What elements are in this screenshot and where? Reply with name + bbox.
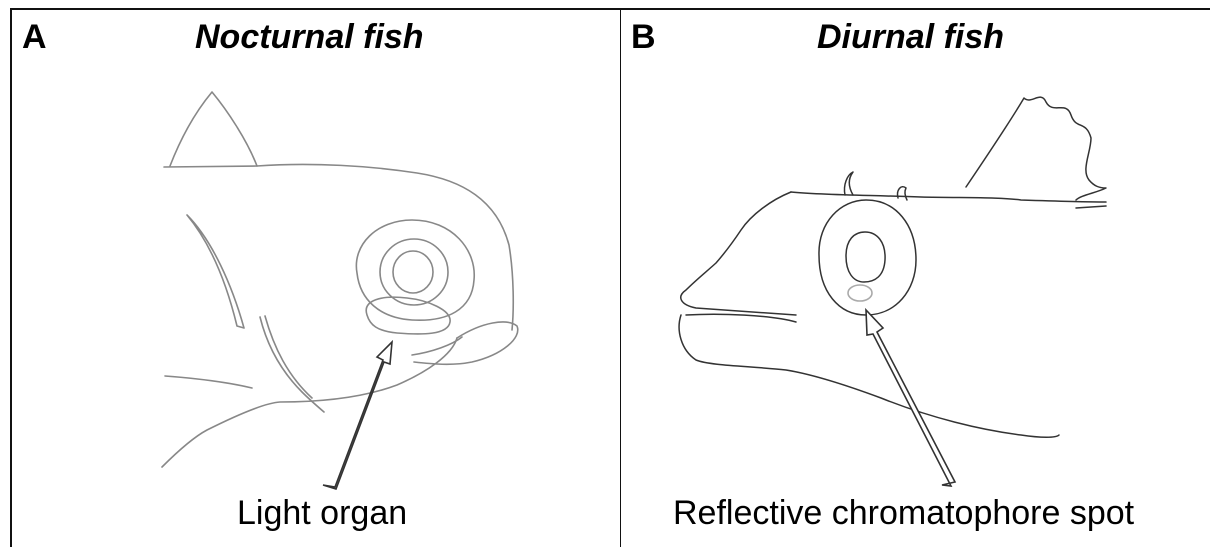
pectoral-fin [187,215,244,328]
back-outline [164,164,513,330]
head-spine-2 [898,187,907,200]
back-outline [791,192,1106,202]
eye-ring [380,239,448,305]
body-line [165,376,252,388]
lower-jaw [414,322,518,364]
panel-a: A Nocturnal fish [10,8,621,547]
light-organ-arrow [323,342,392,489]
nocturnal-fish-drawing [12,10,623,549]
diurnal-fish-drawing [621,10,1210,549]
chromatophore-spot [848,285,872,301]
opercle-line-2 [265,316,312,398]
pupil [393,251,433,293]
back-outline-2 [1076,206,1106,208]
cheek-line [412,337,462,355]
head-outline [681,192,796,315]
panel-b: B Diurnal fish Reflective [620,8,1210,547]
belly-outline [162,338,457,467]
head-spine-1 [844,172,853,195]
light-organ-label: Light organ [237,494,407,533]
dorsal-fin [170,92,257,166]
chromatophore-spot-label: Reflective chromatophore spot [673,494,1134,533]
light-organ [366,297,450,334]
mouth-line [686,314,796,322]
dorsal-fin [966,97,1106,200]
pupil [846,232,885,282]
